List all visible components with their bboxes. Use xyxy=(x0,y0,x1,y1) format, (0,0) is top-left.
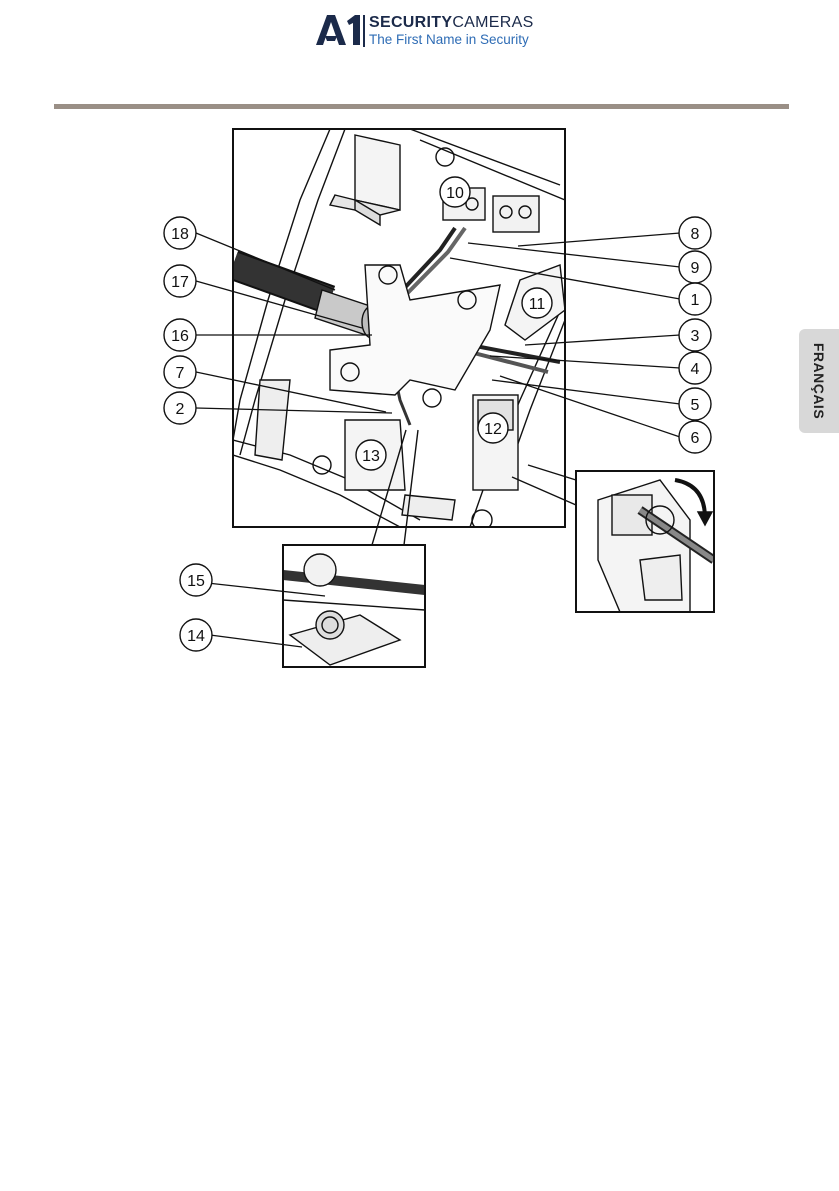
svg-text:12: 12 xyxy=(484,421,502,438)
svg-text:1: 1 xyxy=(691,292,700,309)
svg-text:13: 13 xyxy=(362,448,380,465)
callout-4: 4 xyxy=(679,352,711,384)
svg-text:7: 7 xyxy=(176,365,185,382)
callout-13: 13 xyxy=(356,440,386,470)
svg-text:5: 5 xyxy=(691,397,700,414)
svg-text:11: 11 xyxy=(529,296,546,313)
callout-2: 2 xyxy=(164,392,196,424)
svg-text:2: 2 xyxy=(176,401,185,418)
callout-6: 6 xyxy=(679,421,711,453)
callout-16: 16 xyxy=(164,319,196,351)
svg-text:4: 4 xyxy=(691,361,700,378)
svg-text:18: 18 xyxy=(171,226,189,243)
svg-text:6: 6 xyxy=(691,430,700,447)
main-illustration xyxy=(233,129,565,530)
svg-text:10: 10 xyxy=(446,185,464,202)
svg-text:3: 3 xyxy=(691,328,700,345)
callout-12: 12 xyxy=(478,413,508,443)
callout-8: 8 xyxy=(679,217,711,249)
callout-10: 10 xyxy=(440,177,470,207)
wiring-figure: 18 17 16 7 2 15 14 8 9 1 3 4 5 6 10 11 1… xyxy=(0,0,839,700)
inset-terminal-detail xyxy=(576,471,714,612)
svg-text:9: 9 xyxy=(691,260,700,277)
svg-text:15: 15 xyxy=(187,573,205,590)
svg-text:8: 8 xyxy=(691,226,700,243)
callout-14: 14 xyxy=(180,619,212,651)
callout-1: 1 xyxy=(679,283,711,315)
callout-9: 9 xyxy=(679,251,711,283)
callout-11: 11 xyxy=(522,288,552,318)
inset-screw-detail xyxy=(283,545,425,667)
callout-17: 17 xyxy=(164,265,196,297)
callout-7: 7 xyxy=(164,356,196,388)
callout-15: 15 xyxy=(180,564,212,596)
svg-text:16: 16 xyxy=(171,328,189,345)
callout-18: 18 xyxy=(164,217,196,249)
callout-5: 5 xyxy=(679,388,711,420)
callout-3: 3 xyxy=(679,319,711,351)
svg-text:14: 14 xyxy=(187,628,205,645)
svg-text:17: 17 xyxy=(171,274,189,291)
